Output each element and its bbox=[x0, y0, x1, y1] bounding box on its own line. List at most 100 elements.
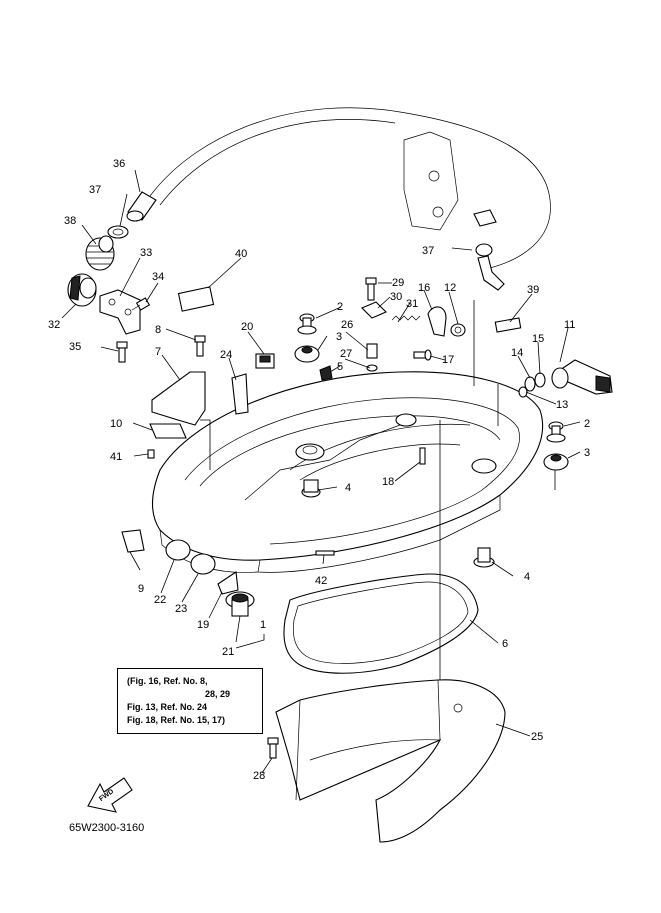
plug-22 bbox=[165, 539, 191, 561]
callout-39: 39 bbox=[527, 284, 539, 296]
diagram-code: 65W2300-3160 bbox=[69, 822, 145, 834]
top-cowling-outline-inner bbox=[159, 119, 396, 206]
callout-34: 34 bbox=[152, 271, 164, 283]
callout-23: 23 bbox=[175, 603, 187, 615]
screw-29 bbox=[365, 277, 377, 301]
grommet-20 bbox=[255, 353, 275, 369]
callout-18: 18 bbox=[382, 476, 394, 488]
callout-35: 35 bbox=[69, 341, 81, 353]
callout-1: 1 bbox=[260, 619, 266, 631]
label-40 bbox=[177, 286, 215, 312]
callout-3-left: 3 bbox=[336, 331, 342, 343]
callout-25: 25 bbox=[531, 731, 543, 743]
callout-13: 13 bbox=[556, 399, 568, 411]
grommet-3-left bbox=[294, 345, 320, 363]
callout-31: 31 bbox=[406, 298, 418, 310]
callout-30: 30 bbox=[390, 291, 402, 303]
callout-12: 12 bbox=[444, 282, 456, 294]
cap-9 bbox=[121, 529, 145, 553]
top-cowling-outline bbox=[149, 107, 551, 269]
callout-41: 41 bbox=[110, 451, 122, 463]
fwd-arrow-icon: FWD bbox=[87, 777, 133, 813]
callout-2-right: 2 bbox=[584, 418, 590, 430]
reference-note-line-1: (Fig. 16, Ref. No. 8, bbox=[127, 676, 208, 686]
damper-4-upper bbox=[301, 479, 321, 498]
callout-14: 14 bbox=[511, 347, 523, 359]
grommet-32 bbox=[67, 273, 97, 307]
bolt-26 bbox=[366, 343, 378, 359]
lever-11 bbox=[551, 359, 613, 395]
callout-37-right: 37 bbox=[422, 245, 434, 257]
callout-24: 24 bbox=[220, 349, 232, 361]
callout-36: 36 bbox=[113, 158, 125, 170]
clip-37-left-hole bbox=[112, 228, 124, 236]
seal-6 bbox=[283, 573, 479, 674]
callout-33: 33 bbox=[140, 247, 152, 259]
bolt-2-right bbox=[546, 421, 566, 443]
callout-28: 28 bbox=[253, 770, 265, 782]
plug-21 bbox=[225, 591, 255, 617]
callout-26: 26 bbox=[341, 319, 353, 331]
callout-20: 20 bbox=[241, 321, 253, 333]
callout-37-left: 37 bbox=[89, 184, 101, 196]
callout-27: 27 bbox=[340, 348, 352, 360]
bracket-33 bbox=[99, 289, 141, 335]
bottom-cowling-1 bbox=[152, 371, 544, 573]
callout-7: 7 bbox=[155, 346, 161, 358]
callout-9: 9 bbox=[138, 583, 144, 595]
plate-10 bbox=[149, 423, 187, 439]
label-39 bbox=[494, 317, 522, 333]
hose-right bbox=[477, 255, 505, 291]
callout-5: 5 bbox=[337, 361, 343, 373]
grommet-19 bbox=[217, 571, 239, 595]
callout-numbers: 36 37 38 33 34 32 35 8 7 10 41 9 22 23 1… bbox=[48, 158, 590, 782]
grommet-3-on-cowl-left bbox=[295, 443, 325, 461]
reference-note-line-4: Fig. 18, Ref. No. 15, 17) bbox=[127, 715, 226, 725]
callout-21: 21 bbox=[222, 646, 234, 658]
label-41 bbox=[147, 449, 155, 459]
grommet-3-on-cowl-left-hole bbox=[302, 445, 318, 455]
clip-5 bbox=[319, 365, 333, 381]
callout-22: 22 bbox=[154, 594, 166, 606]
o-ring-14 bbox=[524, 376, 536, 392]
lower-cover-25 bbox=[275, 679, 506, 843]
hose-36-end bbox=[126, 210, 144, 222]
callout-38: 38 bbox=[64, 215, 76, 227]
callout-29: 29 bbox=[392, 277, 404, 289]
damper-4-lower bbox=[473, 547, 495, 568]
grommet-3-on-cowl-back bbox=[395, 413, 417, 427]
grommet-3-right bbox=[543, 453, 569, 471]
bracket-24 bbox=[231, 373, 249, 415]
gear-38 bbox=[85, 235, 115, 271]
screw-28 bbox=[267, 737, 279, 759]
callout-16: 16 bbox=[418, 282, 430, 294]
upper-engine-detail bbox=[403, 131, 497, 231]
screw-17 bbox=[413, 349, 432, 361]
callout-3-right: 3 bbox=[584, 447, 590, 459]
bolt-35 bbox=[116, 341, 128, 363]
reference-note-box: (Fig. 16, Ref. No. 8, 28, 29 Fig. 13, Re… bbox=[117, 668, 263, 734]
callout-17: 17 bbox=[442, 354, 454, 366]
callout-6: 6 bbox=[502, 638, 508, 650]
callout-42: 42 bbox=[315, 575, 327, 587]
bolt-2-left bbox=[297, 313, 317, 335]
callout-4-lower: 4 bbox=[524, 571, 530, 583]
callout-4-upper: 4 bbox=[345, 482, 351, 494]
bracket-7 bbox=[151, 371, 206, 426]
clip-37-right bbox=[475, 243, 493, 257]
bolt-8 bbox=[194, 335, 206, 357]
bushing-13 bbox=[518, 386, 528, 398]
callout-15: 15 bbox=[532, 333, 544, 345]
collar-12 bbox=[450, 323, 466, 337]
screw-18 bbox=[419, 447, 426, 465]
spring-31 bbox=[391, 315, 421, 321]
reference-note-line-3: Fig. 13, Ref. No. 24 bbox=[127, 702, 208, 712]
callout-11: 11 bbox=[564, 319, 575, 331]
callout-10: 10 bbox=[110, 418, 122, 430]
callout-40: 40 bbox=[235, 248, 247, 260]
washer-27 bbox=[366, 364, 378, 372]
callout-2-left: 2 bbox=[337, 301, 343, 313]
label-42 bbox=[315, 550, 335, 556]
grommet-3-on-cowl-right bbox=[471, 458, 497, 474]
